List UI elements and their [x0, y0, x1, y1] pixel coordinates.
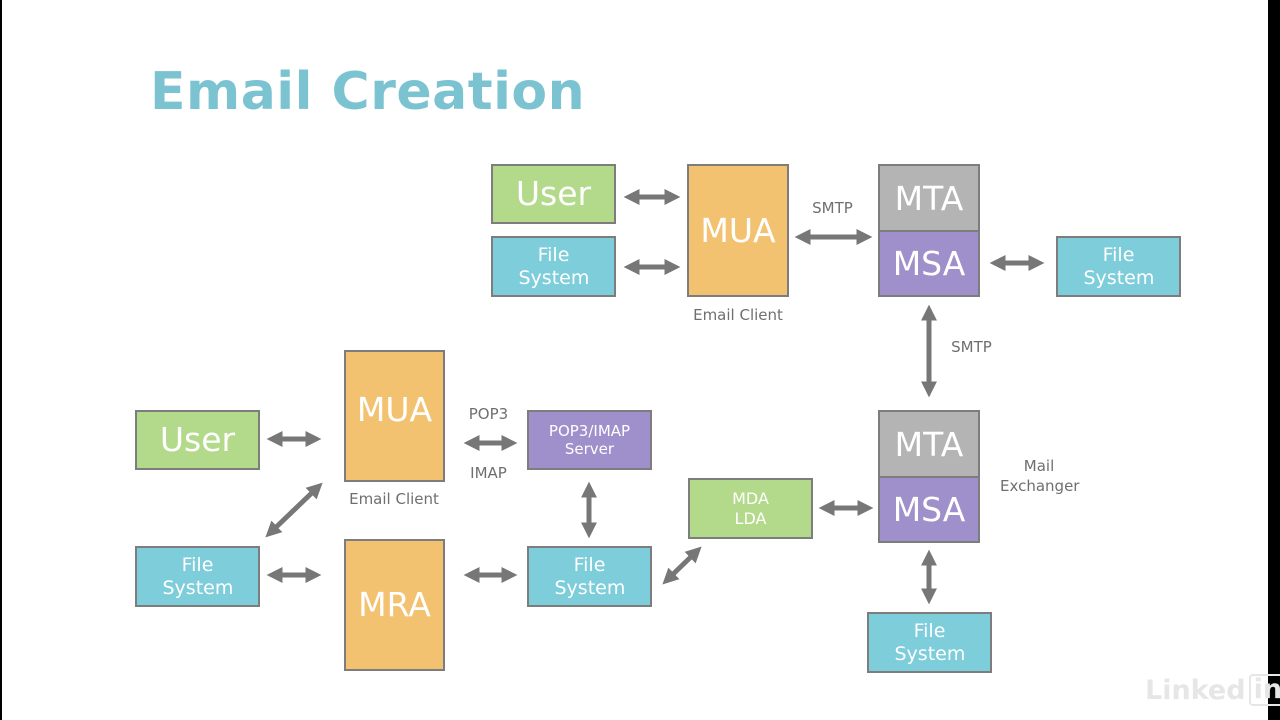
mra-box: MRA: [344, 539, 445, 671]
slide-title: Email Creation: [150, 62, 586, 122]
client-file-system-box: File System: [135, 546, 260, 607]
receiver-mua-box: MUA: [344, 350, 445, 482]
relay-smtp-label: SMTP: [951, 338, 992, 356]
sender-file-system-label: File System: [518, 243, 590, 289]
linkedin-wordmark: Linked: [1145, 674, 1246, 706]
receiver-mua-label: MUA: [356, 390, 433, 430]
sender-server-file-system-label: File System: [1083, 243, 1155, 289]
sender-mta-box: MTA: [878, 164, 980, 232]
sender-mua-box: MUA: [687, 164, 789, 297]
sender-mta-label: MTA: [894, 179, 964, 219]
pop3-label: POP3: [468, 405, 509, 423]
sender-mua-label: MUA: [700, 210, 776, 250]
right-frame-border: [1268, 0, 1280, 720]
sender-msa-label: MSA: [892, 243, 966, 283]
server-file-system-box: File System: [527, 546, 652, 607]
mx-msa-box: MSA: [878, 476, 980, 543]
linkedin-watermark: Linked in: [1145, 674, 1280, 707]
imap-label: IMAP: [470, 464, 507, 482]
client-file-system-label: File System: [162, 553, 234, 599]
mda-lda-label: MDA LDA: [732, 489, 769, 528]
mra-label: MRA: [358, 585, 431, 625]
sender-user-box: User: [491, 164, 616, 224]
mx-file-system-box: File System: [867, 612, 992, 673]
arrow-fs-mda-diag: [662, 546, 702, 585]
receiver-mua-caption: Email Client: [349, 490, 439, 508]
mx-file-system-label: File System: [894, 619, 966, 665]
sender-msa-box: MSA: [878, 230, 980, 297]
server-file-system-label: File System: [554, 553, 626, 599]
mx-mta-label: MTA: [894, 425, 964, 465]
sender-file-system-box: File System: [491, 236, 616, 297]
mda-lda-box: MDA LDA: [688, 478, 813, 539]
mail-exchanger-caption: Mail Exchanger: [1000, 457, 1080, 495]
arrow-fs-mua-diag: [265, 482, 323, 538]
mx-msa-label: MSA: [892, 489, 966, 529]
receiver-user-box: User: [135, 410, 260, 470]
pop-imap-server-label: POP3/IMAP Server: [548, 422, 631, 458]
linkedin-in-badge-icon: in: [1248, 674, 1280, 707]
sender-server-file-system-box: File System: [1056, 236, 1181, 297]
sender-mua-caption: Email Client: [693, 306, 783, 324]
mx-mta-box: MTA: [878, 410, 980, 478]
sender-user-label: User: [515, 174, 592, 214]
pop-imap-server-box: POP3/IMAP Server: [527, 410, 652, 470]
sender-smtp-label: SMTP: [812, 199, 853, 217]
left-frame-border: [0, 0, 2, 720]
receiver-user-label: User: [159, 420, 236, 460]
